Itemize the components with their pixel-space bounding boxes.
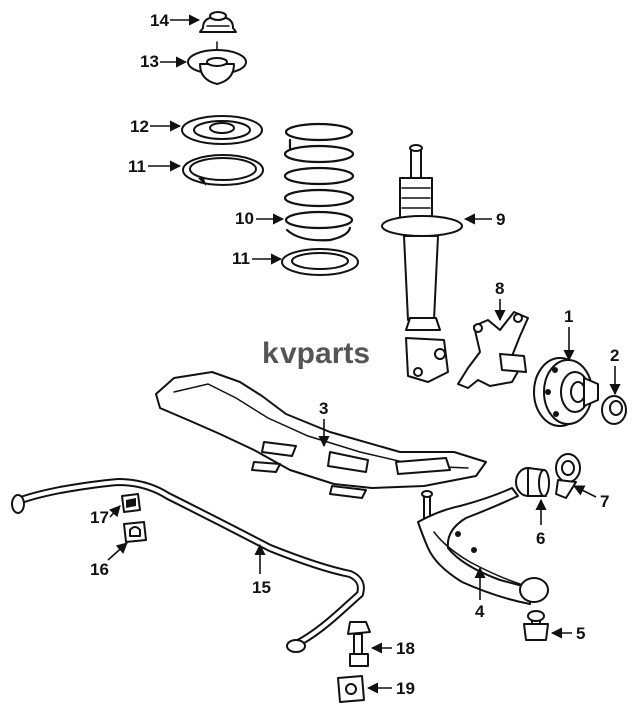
callout-7: 7	[572, 485, 609, 511]
control-arm-bushing	[515, 467, 550, 497]
callout-number: 13	[140, 52, 159, 71]
link-bracket	[337, 675, 365, 703]
strut-assembly	[381, 144, 463, 383]
callout-number: 6	[536, 529, 545, 548]
subframe-crossmember	[155, 371, 487, 499]
callout-number: 11	[232, 249, 250, 268]
callout-number: 16	[90, 560, 109, 579]
upper-spring-insulator	[182, 154, 264, 186]
callout-number: 17	[90, 508, 109, 527]
callout-2: 2	[609, 346, 621, 396]
steering-knuckle	[457, 311, 529, 389]
callout-number: 5	[576, 624, 585, 643]
callout-12: 12	[130, 117, 182, 136]
stabilizer-bushing	[121, 493, 141, 513]
stabilizer-bar	[11, 477, 365, 653]
callout-number: 10	[235, 209, 254, 228]
lower-control-arm	[417, 487, 549, 605]
upper-spring-seat	[181, 115, 263, 145]
callout-8: 8	[494, 279, 506, 322]
callout-number: 12	[130, 117, 149, 136]
bushing-bracket	[123, 521, 147, 543]
logo-text: vparts	[280, 337, 370, 370]
callout-number: 4	[475, 602, 485, 621]
lower-spring-insulator	[281, 248, 359, 276]
callout-11-upper: 11	[128, 157, 182, 176]
callout-number: 11	[128, 157, 146, 176]
callout-number: 2	[610, 346, 619, 365]
callout-13: 13	[140, 52, 188, 71]
callout-9: 9	[463, 210, 505, 229]
callout-number: 19	[396, 679, 415, 698]
hub-nut	[601, 395, 627, 425]
callout-10: 10	[235, 209, 285, 228]
callout-18: 18	[370, 639, 415, 658]
callout-6: 6	[535, 498, 547, 548]
callout-number: 18	[396, 639, 415, 658]
callout-number: 9	[496, 210, 505, 229]
watermark-logo: k vparts	[262, 337, 370, 370]
strut-mount	[187, 41, 247, 85]
callout-5: 5	[550, 624, 585, 643]
strut-mount-cap	[199, 11, 237, 33]
callout-4: 4	[474, 566, 486, 621]
ball-joint	[523, 610, 549, 641]
callout-1: 1	[563, 307, 575, 362]
callout-3: 3	[318, 399, 330, 448]
callout-number: 1	[564, 307, 573, 326]
callout-number: 15	[252, 578, 271, 597]
wheel-hub	[533, 357, 599, 427]
callout-number: 7	[600, 492, 609, 511]
callout-number: 3	[319, 399, 328, 418]
arm-bushing-bracket	[555, 453, 581, 499]
callout-11-lower: 11	[232, 249, 283, 268]
callout-17: 17	[90, 505, 121, 527]
callout-14: 14	[150, 11, 201, 30]
callout-16: 16	[90, 542, 128, 579]
callout-19: 19	[366, 679, 415, 698]
callout-15: 15	[252, 543, 271, 597]
coil-spring	[283, 122, 355, 242]
stabilizer-link	[347, 621, 371, 667]
logo-prefix: k	[262, 337, 279, 370]
callout-number: 8	[495, 279, 504, 298]
callout-number: 14	[150, 11, 169, 30]
